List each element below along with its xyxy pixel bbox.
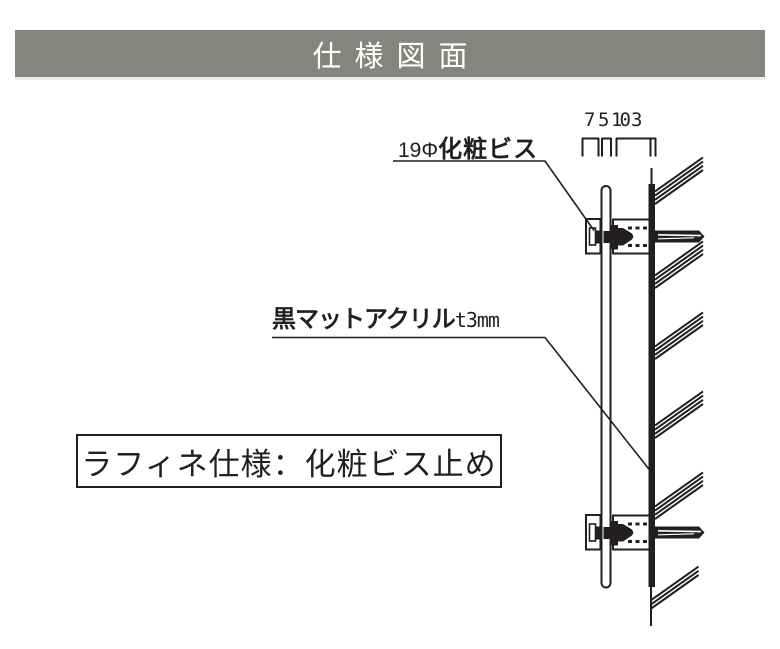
wall-section	[648, 168, 655, 626]
acrylic-label-leader-line	[272, 336, 653, 474]
dimension-value: 10	[611, 109, 631, 131]
page-title: 仕様図面	[312, 40, 481, 73]
hatch-bundle	[654, 471, 704, 520]
screw-diameter: 19Φ	[398, 139, 439, 162]
hatch-bundle	[654, 240, 704, 289]
spec-caption-box: ラフィネ仕様：化粧ビス止め	[76, 434, 502, 488]
wall-hatch-marks	[649, 156, 704, 610]
screw-callout-label: 19Φ化粧ビス	[398, 129, 538, 164]
dimension-value: 5	[598, 109, 610, 131]
hatch-bundle	[654, 390, 704, 439]
hatch-bundle	[654, 311, 704, 360]
title-bar: 仕様図面	[15, 30, 765, 77]
acrylic-callout-label: 黒マットアクリルt3mm	[272, 299, 500, 334]
acrylic-thickness: t3mm	[454, 308, 500, 332]
screw-name: 化粧ビス	[438, 136, 539, 163]
acrylic-panel	[600, 185, 612, 589]
spec-caption-text: ラフィネ仕様：化粧ビス止め	[81, 446, 497, 482]
hatch-bundle	[649, 565, 700, 610]
acrylic-material: 黒マットアクリル	[272, 306, 456, 333]
hatch-bundle	[654, 156, 704, 205]
screw-label-leader-line	[393, 160, 595, 231]
dimension-value: 7	[584, 109, 596, 131]
dimension-ticks	[581, 137, 657, 157]
dimension-value: 3	[631, 109, 643, 131]
